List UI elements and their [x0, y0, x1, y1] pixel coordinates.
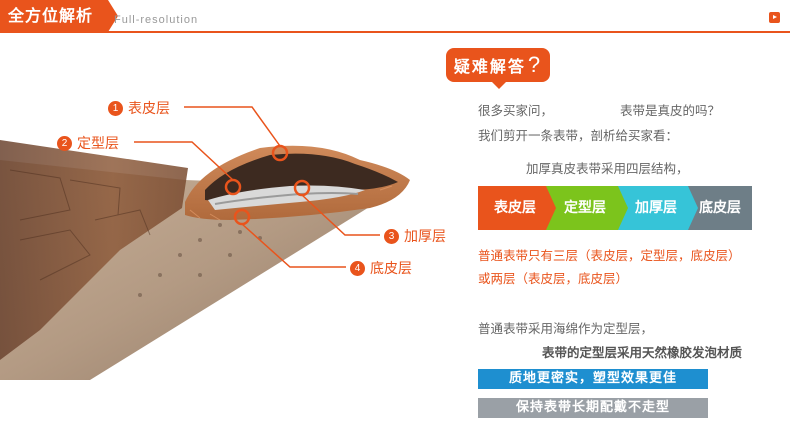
header-divider [0, 31, 790, 33]
chevron-right-icon [618, 186, 628, 230]
layer-chip-1: 表皮层 [478, 186, 552, 230]
benefit-banner-2: 保持表带长期配戴不走型 [478, 398, 708, 418]
layer-label-3: 3 加厚层 [384, 226, 446, 246]
layer-label-text: 定型层 [77, 136, 119, 152]
question-mark-icon: ? [527, 52, 543, 77]
layer-label-text: 表皮层 [128, 101, 170, 117]
strap-illustration [0, 106, 410, 380]
layer-label-4: 4 底皮层 [350, 258, 412, 278]
layer-structure-row: 表皮层 定型层 加厚层 底皮层 [478, 186, 752, 230]
qa-line-2: 我们剪开一条表带，剖析给买家看： [478, 128, 679, 143]
qa-line-1b: 表带是真皮的吗？ [620, 103, 721, 118]
layer-chip-4: 底皮层 [688, 186, 752, 230]
sponge-line: 普通表带采用海绵作为定型层， [478, 321, 654, 336]
number-badge: 3 [384, 228, 399, 244]
layer-chip-3: 加厚层 [618, 186, 694, 230]
play-icon[interactable] [769, 12, 780, 23]
qa-line-3: 加厚真皮表带采用四层结构， [526, 161, 689, 176]
strap-cross-section-photo: 1 表皮层 2 定型层 3 加厚层 4 底皮层 [0, 40, 470, 380]
qa-badge: 疑难解答? [446, 48, 550, 89]
ordinary-strap-line-2: 或两层（表皮层，底皮层） [478, 271, 629, 286]
layer-label-1: 1 表皮层 [108, 98, 170, 118]
section-subtitle: Full-resolution [114, 14, 199, 26]
qa-badge-text: 疑难解答 [453, 57, 526, 76]
section-title: 全方位解析 [0, 0, 118, 32]
qa-line-1a: 很多买家问， [478, 103, 554, 118]
number-badge: 1 [108, 100, 123, 116]
number-badge: 4 [350, 260, 365, 276]
rubber-line: 表带的定型层采用天然橡胶发泡材质 [542, 345, 743, 360]
number-badge: 2 [57, 135, 72, 151]
ordinary-strap-line-1: 普通表带只有三层（表皮层，定型层，底皮层） [478, 248, 741, 263]
benefit-banner-1: 质地更密实，塑型效果更佳 [478, 369, 708, 389]
layer-label-text: 加厚层 [404, 229, 446, 245]
layer-label-text: 底皮层 [370, 261, 412, 277]
layer-label-2: 2 定型层 [57, 133, 119, 153]
chevron-right-icon [546, 186, 556, 230]
chevron-right-icon [688, 186, 698, 230]
header: 全方位解析 Full-resolution [0, 0, 790, 34]
layer-chip-2: 定型层 [546, 186, 624, 230]
